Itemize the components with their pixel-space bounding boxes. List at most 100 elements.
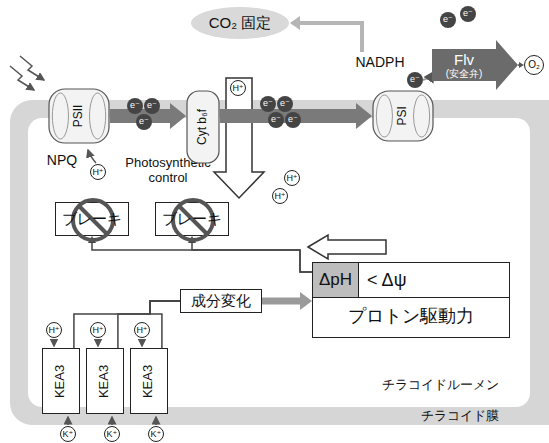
kea3-transporter: KEA3	[86, 348, 124, 414]
npq-arrow	[88, 150, 96, 163]
pmf-row: ΔpH< Δψ	[313, 263, 509, 298]
flux-arrow	[53, 339, 55, 346]
connector	[290, 16, 362, 52]
label-anchor: H⁺	[90, 164, 106, 180]
kea3-transporter: KEA3	[130, 348, 168, 414]
node-label: PSI	[396, 106, 410, 125]
arrowhead	[170, 103, 186, 129]
label-anchor: H⁺	[272, 188, 288, 204]
electron-mark: e⁻	[277, 96, 293, 112]
connector-line	[150, 301, 180, 348]
photosystem: PSII	[48, 88, 110, 144]
electron-mark: e⁻	[260, 96, 276, 112]
electron-mark: e⁻	[144, 98, 160, 114]
label-anchor: K⁺	[60, 426, 76, 442]
connector	[74, 301, 180, 348]
arrowhead	[290, 16, 300, 30]
region-label: チラコイド膜	[421, 409, 499, 424]
label-anchor: NPQ	[47, 152, 77, 168]
label-anchor: チラコイド膜	[421, 409, 499, 424]
brake-box: ブレーキ	[155, 202, 229, 236]
ph-gradient: ΔpH	[313, 263, 359, 297]
label-anchor: チラコイドルーメン	[382, 378, 499, 393]
label-anchor: e⁻	[268, 112, 284, 128]
proton-mark: H⁺	[230, 80, 246, 96]
potassium-mark: K⁺	[148, 426, 164, 442]
electron-mark: e⁻	[127, 98, 143, 114]
region-label: チラコイドルーメン	[382, 378, 499, 393]
complex-outline	[49, 89, 109, 143]
subunit	[90, 93, 106, 139]
complex-outline	[187, 91, 219, 163]
region-label: NPQ	[47, 152, 77, 168]
pmf-box: ΔpH< Δψプロトン駆動力	[312, 262, 510, 338]
label-anchor: e⁻	[285, 112, 301, 128]
node-label: 成分変化	[191, 292, 251, 309]
electron-mark: e⁻	[285, 112, 301, 128]
light-bolt	[20, 56, 44, 80]
label-anchor: K⁺	[148, 426, 164, 442]
change-box: 成分変化	[180, 289, 262, 313]
connector	[150, 301, 180, 348]
flux-arrow	[155, 417, 157, 425]
label-anchor: H⁺	[284, 170, 300, 186]
note: (安全弁)	[446, 68, 483, 80]
cofactor-label: NADPH	[350, 52, 410, 72]
proton-mark: H⁺	[46, 322, 62, 338]
label-anchor: e⁻	[144, 98, 160, 114]
node-label: KEA3	[98, 364, 113, 397]
flux-arrow	[97, 339, 99, 346]
proton-mark: H⁺	[90, 322, 106, 338]
node-label: CO₂ 固定	[209, 14, 272, 31]
node-label: ブレーキ	[62, 210, 122, 227]
label-anchor: H⁺	[46, 322, 62, 338]
feedback-arrow	[308, 235, 386, 259]
node-label: O₂	[528, 59, 540, 71]
potassium-mark: K⁺	[60, 426, 76, 442]
connector-line	[297, 23, 362, 52]
subunit	[52, 93, 68, 139]
flux-arrow	[111, 417, 113, 425]
connector-line	[118, 301, 180, 348]
electron-mark: e⁻	[136, 114, 152, 130]
membrane-potential: < Δψ	[359, 263, 406, 297]
light-bolt	[10, 66, 34, 90]
label-anchor: e⁻	[460, 6, 476, 22]
arrowhead	[356, 103, 372, 129]
flv-arrow: Flv(安全弁)	[432, 40, 518, 90]
connector-line	[192, 241, 312, 272]
brake-box: ブレーキ	[55, 202, 129, 236]
node-label: KEA3	[54, 364, 69, 397]
label-anchor: H⁺	[90, 322, 106, 338]
pmf-title: プロトン駆動力	[313, 298, 509, 334]
electron-mark: e⁻	[268, 112, 284, 128]
node-label: PSII	[72, 105, 86, 128]
flux-arrow	[67, 417, 69, 425]
protein-name: Flv	[454, 51, 474, 68]
flux-arrow	[141, 339, 143, 346]
node-label: Cyt b₆f	[196, 109, 210, 145]
label-anchor: e⁻	[407, 72, 423, 88]
electron-mark: e⁻	[460, 6, 476, 22]
electron-mark: e⁻	[440, 12, 456, 28]
connector	[118, 301, 180, 348]
arrowhead	[300, 292, 312, 310]
node-label: KEA3	[142, 364, 157, 397]
proton-mark: H⁺	[134, 322, 150, 338]
fixation-ellipse: CO₂ 固定	[190, 6, 290, 40]
connector-line	[74, 301, 180, 348]
subunit	[376, 95, 392, 137]
potassium-mark: K⁺	[104, 426, 120, 442]
label-anchor: e⁻	[127, 98, 143, 114]
connector-line	[92, 241, 312, 272]
label-anchor: K⁺	[104, 426, 120, 442]
photosystem: PSI	[372, 90, 434, 142]
arrow-shape	[432, 40, 518, 90]
label-anchor: e⁻	[440, 12, 456, 28]
connector	[262, 292, 312, 310]
node-label: ブレーキ	[162, 210, 222, 227]
connector	[88, 236, 312, 272]
cytochrome-complex: Cyt b₆f	[186, 90, 220, 164]
subunit	[414, 95, 430, 137]
complex-outline	[373, 91, 433, 141]
